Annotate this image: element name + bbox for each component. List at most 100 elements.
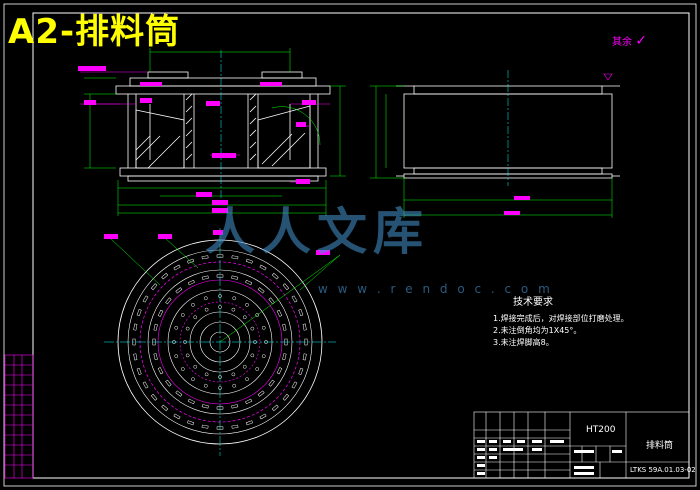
plan-slot	[136, 309, 142, 317]
roughness-text: 其余	[612, 37, 632, 48]
drawing-title: A2-排料筒	[8, 12, 181, 52]
plan-slot	[276, 309, 283, 317]
technical-requirement-item: 2.未注倒角均为1X45°。	[493, 326, 582, 335]
technical-requirement-item: 1.焊接完成后，对焊接部位打磨处理。	[493, 314, 629, 323]
plan-slot	[245, 398, 253, 405]
plan-slot	[231, 255, 239, 260]
plan-slot	[298, 367, 304, 375]
title-block-material: HT200	[586, 425, 616, 435]
plan-bolt-hole	[174, 325, 179, 330]
plan-bolt-hole	[255, 313, 260, 317]
plan-slot	[271, 404, 279, 412]
plan-slot	[231, 275, 239, 280]
title-block-part-name: 排料筒	[646, 441, 674, 451]
plan-slot	[231, 404, 239, 409]
plan-slot	[153, 323, 158, 331]
plan-slot	[257, 287, 265, 294]
plan-slot	[150, 393, 158, 401]
title-block	[473, 411, 690, 479]
plan-slot	[136, 367, 142, 375]
plan-slot	[157, 367, 164, 375]
watermark-text: 人人文库	[205, 203, 429, 261]
plan-slot	[282, 283, 290, 291]
plan-slot	[173, 413, 181, 420]
inner-frame	[32, 12, 690, 479]
plan-slot	[302, 353, 307, 361]
plan-slot	[298, 309, 304, 317]
title-block-drawing-number: LTKS 59A.01.03-02	[630, 466, 696, 474]
plan-bolt-hole	[245, 302, 249, 307]
plan-slot	[157, 309, 164, 317]
plan-bolt-hole	[193, 364, 198, 369]
plan-bolt-hole	[255, 367, 260, 371]
plan-slot	[173, 264, 181, 271]
plan-bolt-hole	[250, 353, 255, 358]
plan-slot	[231, 424, 239, 429]
plan-bolt-hole	[191, 377, 195, 382]
plan-bolt-hole	[231, 307, 236, 312]
outer-frame	[3, 3, 697, 487]
plan-bolt-hole	[193, 315, 198, 320]
plan-bolt-hole	[204, 372, 209, 377]
side-view-marker	[603, 73, 613, 81]
left-binding-strip	[4, 354, 34, 479]
plan-slot	[133, 323, 138, 331]
front-section-view	[115, 71, 331, 182]
plan-slot	[150, 283, 158, 291]
plan-slot	[187, 279, 195, 286]
plan-slot	[282, 323, 287, 331]
plan-slot	[175, 287, 183, 294]
plan-slot	[276, 367, 283, 375]
plan-bolt-hole	[180, 367, 185, 371]
plan-view-leaders	[109, 237, 341, 343]
plan-bolt-hole	[242, 364, 247, 369]
plan-slot	[187, 398, 195, 405]
plan-bolt-hole	[204, 307, 209, 312]
technical-requirements: 技术要求 1.焊接完成后，对焊接部位打磨处理。 2.未注倒角均为1X45°。 3…	[493, 297, 629, 349]
plan-slot	[271, 272, 279, 280]
plan-slot	[302, 323, 307, 331]
plan-slot	[142, 381, 149, 389]
plan-slot	[245, 420, 253, 426]
plan-bolt-hole	[250, 326, 255, 331]
plan-slot	[201, 404, 209, 409]
plan-slot	[259, 413, 267, 420]
plan-bolt-hole	[203, 296, 208, 301]
front-view-leaders	[80, 71, 330, 183]
plan-slot	[282, 353, 287, 361]
plan-slot	[257, 390, 265, 397]
plan-bolt-hole	[203, 383, 208, 388]
plan-slot	[201, 424, 209, 429]
plan-bolt-hole	[231, 372, 236, 377]
plan-slot	[133, 353, 138, 361]
plan-bolt-hole	[242, 315, 247, 320]
technical-requirements-title: 技术要求	[513, 297, 553, 308]
plan-slot	[245, 279, 253, 286]
plan-slot	[268, 379, 275, 387]
plan-bolt-hole	[191, 302, 195, 307]
watermark-url: w w w . r e n d o c . c o m	[318, 282, 553, 296]
plan-bolt-hole	[245, 377, 249, 382]
plan-slot	[291, 381, 298, 389]
plan-bolt-hole	[261, 354, 266, 359]
plan-view-labels	[104, 230, 330, 255]
plan-bolt-hole	[174, 354, 179, 359]
plan-slot	[153, 353, 158, 361]
plan-bolt-hole	[232, 383, 237, 388]
plan-slot	[201, 255, 209, 260]
plan-slot	[187, 420, 195, 426]
front-view-labels	[78, 66, 316, 213]
side-view-labels	[504, 196, 530, 215]
plan-slot	[201, 275, 209, 280]
title-block-cell-text	[477, 440, 622, 475]
plan-bolt-hole	[185, 353, 190, 358]
plan-slot	[245, 258, 253, 264]
surface-roughness-label: 其余 ✓	[612, 33, 647, 49]
plan-bolt-hole	[261, 325, 266, 330]
plan-slot	[259, 264, 267, 271]
plan-slot	[175, 390, 183, 397]
plan-bolt-hole	[180, 313, 185, 317]
plan-slot	[291, 295, 298, 303]
plan-bolt-hole	[232, 296, 237, 301]
